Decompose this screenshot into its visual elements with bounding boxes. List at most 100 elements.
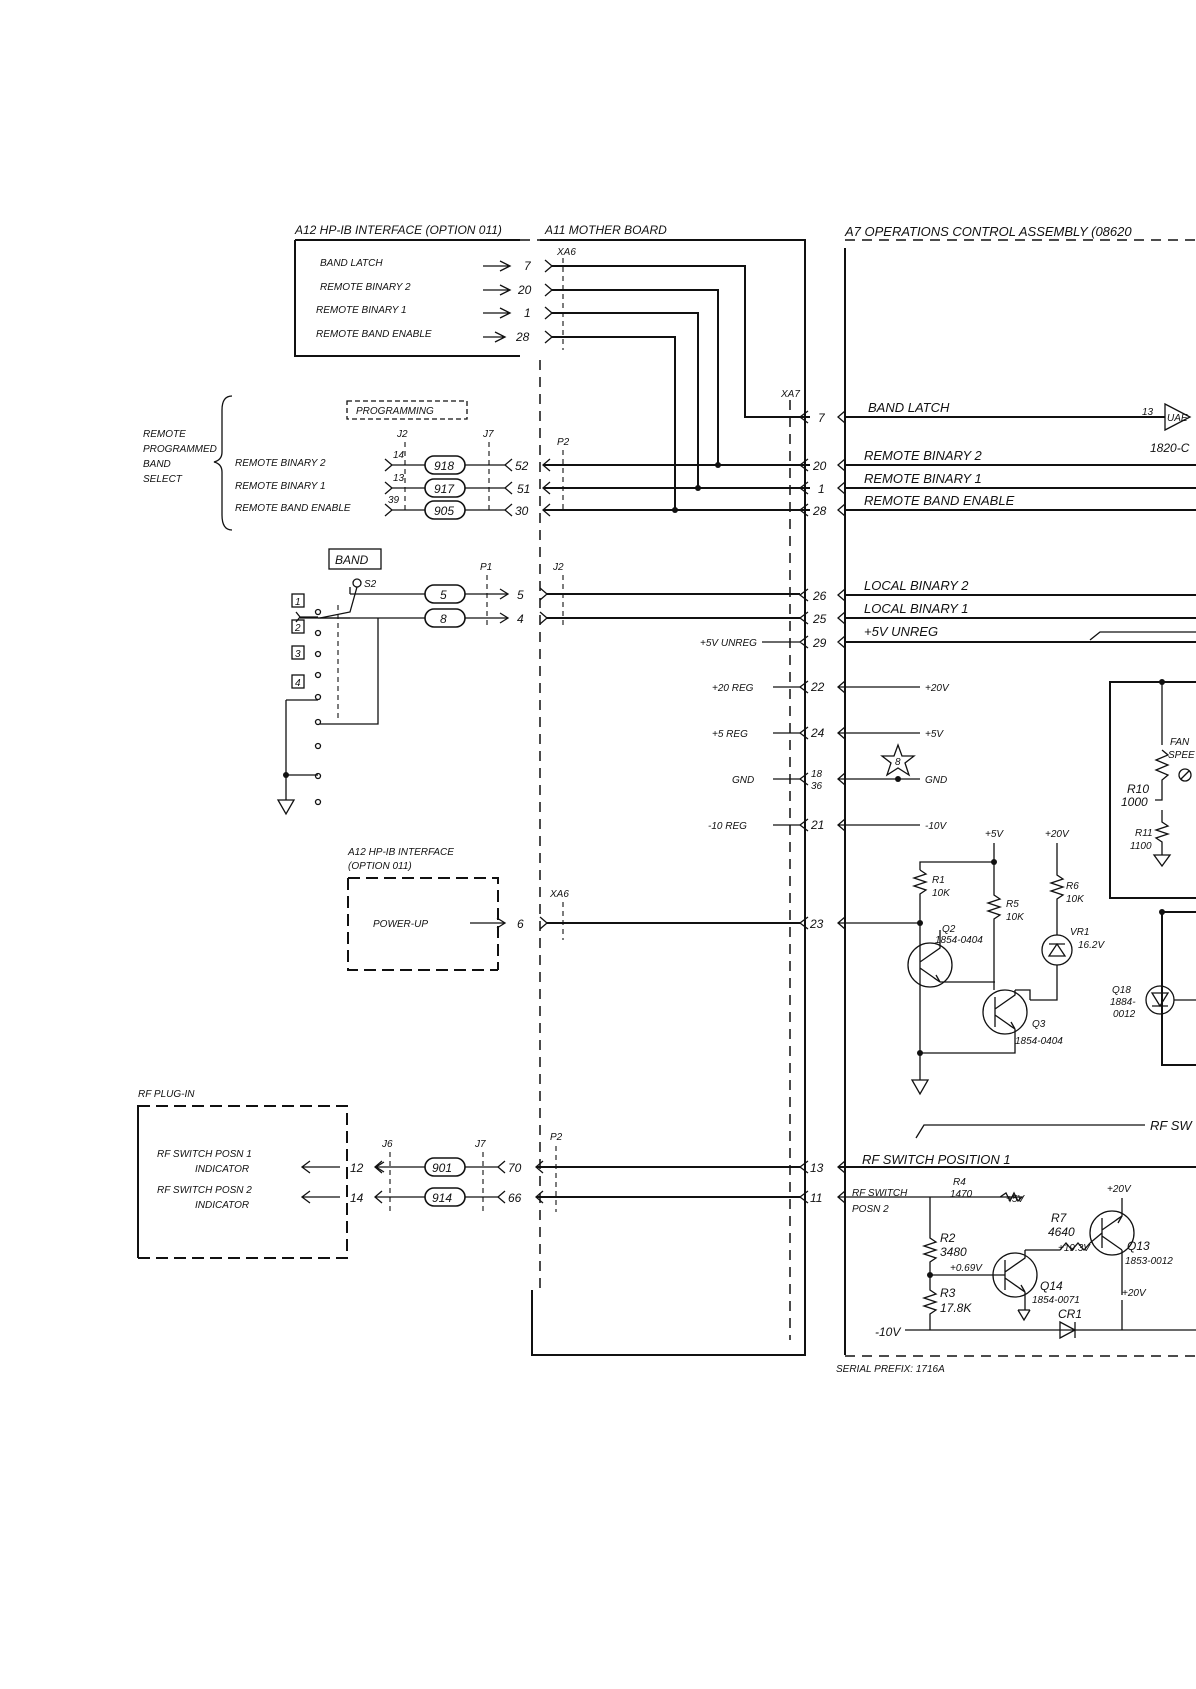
rf-xa7-11: 11 [810, 1191, 822, 1205]
s2-label: S2 [364, 579, 377, 590]
fan-block-outline [1109, 681, 1196, 899]
rf-ind-2-pin: 14 [350, 1191, 364, 1205]
q13-part: 1853-0012 [1125, 1256, 1173, 1267]
r6-label: R6 [1066, 881, 1079, 892]
power-a7-lines [838, 686, 920, 826]
rf-posn1-label: RF SWITCH POSITION 1 [862, 1152, 1011, 1167]
a12-pin-28: 28 [515, 330, 530, 344]
a7-signal-remote-binary-1: REMOTE BINARY 1 [864, 471, 982, 486]
r3-value: 17.8K [940, 1301, 972, 1315]
contact [314, 650, 322, 658]
power-10-reg: -10 REG [708, 821, 747, 832]
a7-bus-lines [845, 464, 1196, 643]
power-5-reg: +5 REG [712, 729, 748, 740]
a12-bottom-title-2: (OPTION 011) [348, 861, 412, 872]
s2-pivot [352, 578, 362, 588]
q18-part-2: 0012 [1113, 1009, 1136, 1020]
q13-label: Q13 [1127, 1239, 1150, 1253]
xa6-bottom-label: XA6 [549, 889, 569, 900]
xa7-pin-29: 29 [812, 636, 827, 650]
power-stubs [773, 686, 800, 826]
rf-switch-circuit: RF SW RF SWITCH POSITION 1 RF SWITCH POS… [838, 1118, 1196, 1340]
wire-918: 918 [434, 459, 454, 473]
band-pin-4: 4 [517, 612, 524, 626]
a7-signal-local-binary-2: LOCAL BINARY 2 [864, 578, 969, 593]
power-pin-21: 21 [810, 818, 824, 832]
ground-symbol-q2 [910, 1053, 930, 1096]
rf-posn2-label-1: RF SWITCH [852, 1188, 908, 1199]
a7-signal-remote-band-enable: REMOTE BAND ENABLE [864, 493, 1015, 508]
remote-row-3-j2: 39 [388, 495, 400, 506]
power-20-reg: +20 REG [712, 683, 754, 694]
power-chevrons [798, 680, 809, 832]
a12-bottom-outline [347, 877, 499, 971]
a11-outline [531, 239, 806, 1356]
minus10v-label: -10V [875, 1325, 901, 1339]
r6-value: 10K [1066, 894, 1085, 905]
j2-to-oval [392, 464, 425, 511]
a7-signal-remote-binary-2: REMOTE BINARY 2 [864, 448, 983, 463]
wire-901: 901 [432, 1161, 452, 1175]
vr1-value: 16.2V [1078, 940, 1105, 951]
wire-914: 914 [432, 1191, 452, 1205]
rf-sw-bus-line [915, 1124, 1145, 1139]
q2-transistor [907, 942, 953, 988]
fan-label-1: FAN [1170, 737, 1190, 748]
band-ground-path [285, 699, 318, 775]
q2-part: 1854-0404 [935, 935, 983, 946]
band-pos-1: 1 [295, 597, 301, 608]
q18-label: Q18 [1112, 985, 1131, 996]
r3-label: R3 [940, 1286, 956, 1300]
q18-block [1161, 911, 1196, 1066]
switch-wiper-1 [319, 586, 358, 619]
r5-value: 10K [1006, 912, 1025, 923]
band-arrows [499, 588, 510, 624]
oval-to-p2 [465, 464, 505, 511]
powerup-arrow [470, 917, 507, 929]
powerup-pin-6: 6 [517, 917, 524, 931]
j7-label-remote: J7 [482, 429, 494, 440]
band-pos-4: 4 [295, 678, 301, 689]
fan-speed-pot [1178, 768, 1192, 782]
q13-transistor [1089, 1210, 1135, 1256]
r5-label: R5 [1006, 899, 1019, 910]
power-pin-22: 22 [810, 680, 825, 694]
rf-sw-bus-label: RF SW [1150, 1118, 1193, 1133]
r11-label: R11 [1135, 828, 1153, 839]
powerup-group: A12 HP-IB INTERFACE (OPTION 011) POWER-U… [347, 847, 846, 971]
a7-5v-branch [1089, 631, 1196, 641]
rf-xa7-13: 13 [810, 1161, 824, 1175]
xa7-pin-25: 25 [812, 612, 827, 626]
a12-top-outline [294, 240, 520, 357]
v069-label: +0.69V [950, 1263, 983, 1274]
rf-plugin-group: RF PLUG-IN RF SWITCH POSN 1 INDICATOR RF… [137, 1089, 563, 1259]
rf-p2-70: 70 [508, 1161, 522, 1175]
a7-signal-5v-unreg: +5V UNREG [864, 624, 938, 639]
j7-label-rf: J7 [474, 1139, 486, 1150]
r4-label: R4 [953, 1177, 966, 1188]
rf-ind-1-pin: 12 [350, 1161, 364, 1175]
ground-symbol-band [276, 775, 296, 816]
xa7-upper-pins: 7 20 1 28 26 25 29 BAND LATCH REMOTE BIN… [798, 400, 1015, 650]
a12-signal-remote-binary-1: REMOTE BINARY 1 [316, 305, 407, 316]
a12-signal-remote-band-enable: REMOTE BAND ENABLE [316, 329, 432, 340]
q14-label: Q14 [1040, 1279, 1063, 1293]
r2-resistor [921, 1197, 940, 1276]
power-pin-24: 24 [810, 726, 825, 740]
c-20v-label: +20V [1045, 829, 1070, 840]
p2-pin-52: 52 [515, 459, 529, 473]
r10-value: 1000 [1121, 795, 1148, 809]
band-wire-5-label: 5 [440, 588, 447, 602]
xa6-top-label: XA6 [556, 247, 576, 258]
c-5v-r4: +5V [1006, 1194, 1025, 1205]
a7-chevrons-upper [837, 410, 846, 649]
r2-value: 3480 [940, 1245, 967, 1259]
band-return [320, 618, 379, 725]
remote-select-group: REMOTE PROGRAMMED BAND SELECT PROGRAMMIN… [143, 395, 570, 531]
a12-pin-1: 1 [524, 306, 531, 320]
r7-value: 4640 [1048, 1225, 1075, 1239]
contact [314, 608, 322, 616]
cr1-diode [1059, 1320, 1077, 1340]
a12-pin-7: 7 [524, 259, 532, 273]
band-pos-3-box [291, 645, 305, 660]
